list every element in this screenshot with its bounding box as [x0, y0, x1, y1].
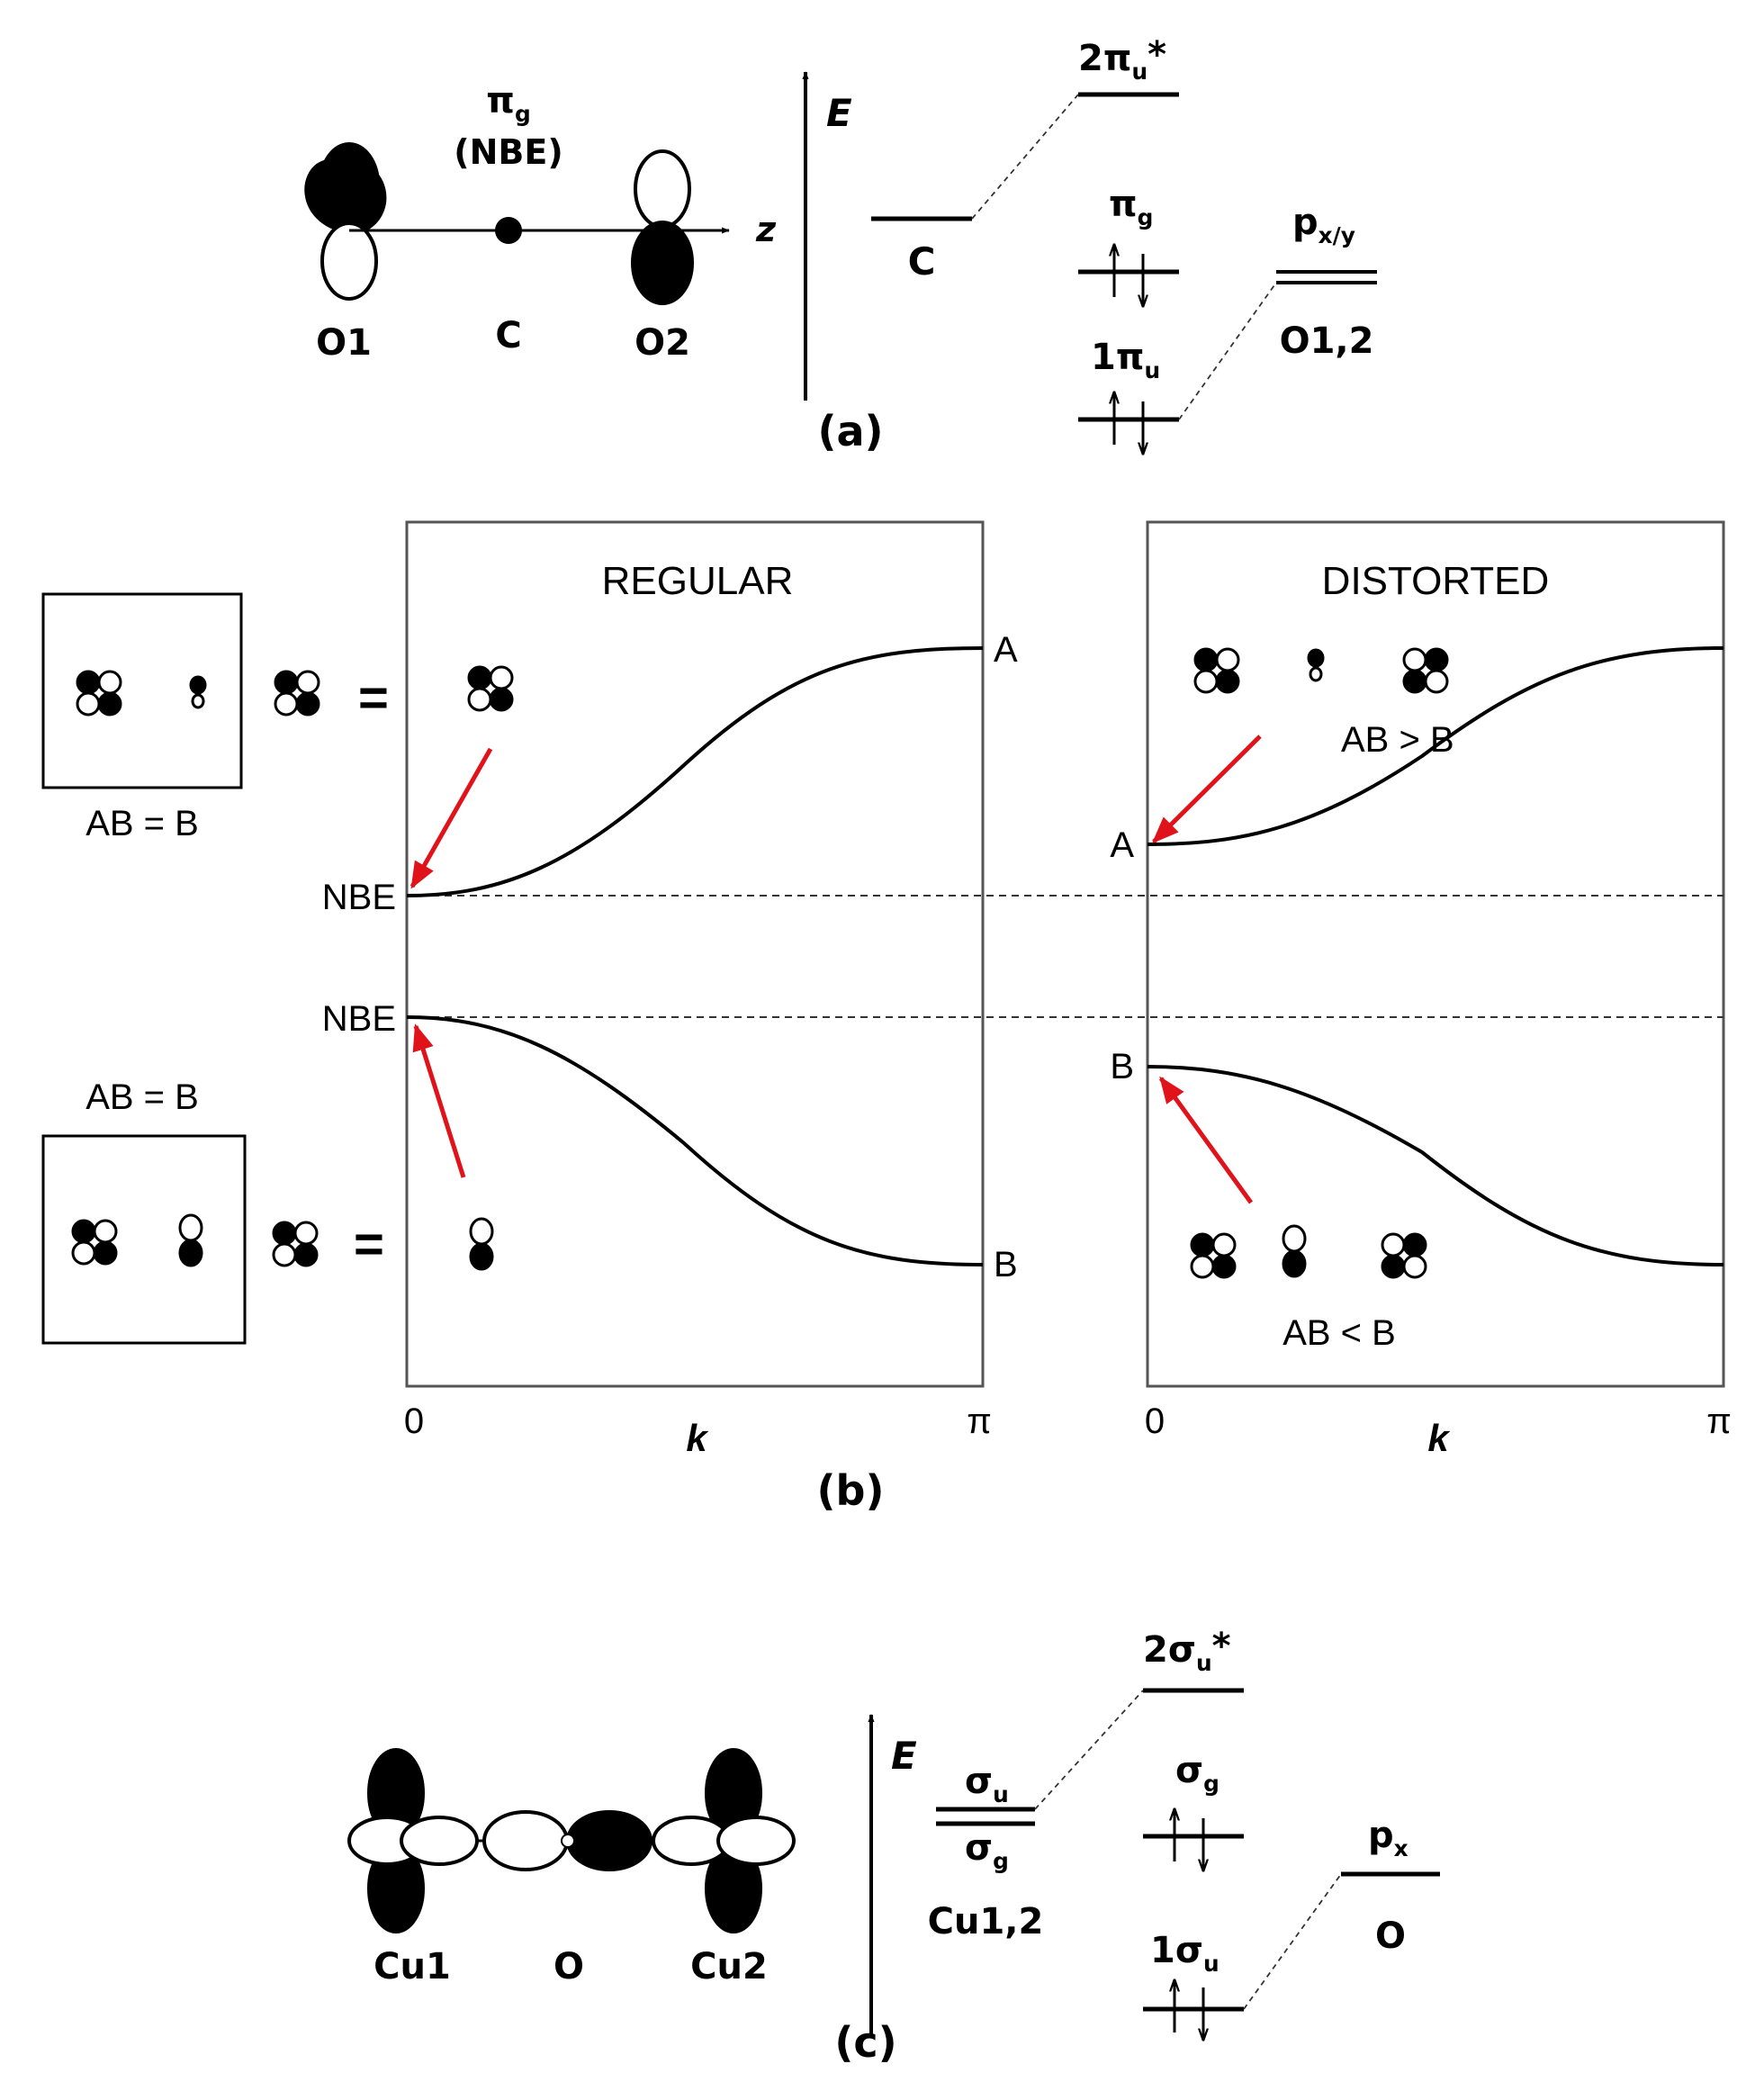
o2-label: O2 — [634, 322, 690, 364]
1sigu-to-px-dash — [1243, 1873, 1342, 2010]
z-axis-label: z — [755, 210, 777, 249]
distorted-a-label: A — [1110, 825, 1134, 865]
lower-result-p-orbital — [469, 1217, 494, 1271]
o-p-orbital — [482, 1810, 652, 1871]
upper-box-p-orbital — [189, 675, 207, 709]
distorted-x-tick-pi: π — [1706, 1402, 1732, 1441]
o1-orbital — [304, 142, 387, 301]
ab-gt-b-label: AB > B — [1341, 720, 1454, 760]
cu12-label: Cu1,2 — [928, 1901, 1044, 1942]
regular-x-tick-0: 0 — [404, 1402, 424, 1441]
pxy-label: px/y — [1292, 202, 1355, 248]
distorted-x-tick-0: 0 — [1145, 1402, 1165, 1441]
lower-outside-d-orbital — [272, 1221, 319, 1267]
c-to-2piu-dash — [971, 94, 1079, 220]
distorted-lower-band — [1147, 1065, 1724, 1266]
red-arrow-distorted-lower — [1158, 1076, 1254, 1204]
regular-a-label: A — [994, 630, 1018, 670]
distorted-upper-d-orbital-2 — [1402, 647, 1449, 694]
sigg-label: σg — [1175, 1750, 1220, 1797]
lower-ab-eq-b: AB = B — [86, 1077, 199, 1117]
ab-lt-b-label: AB < B — [1282, 1313, 1396, 1353]
lower-unit-cell-box — [41, 1134, 247, 1345]
regular-title: REGULAR — [602, 559, 794, 603]
cu-to-2sigu-dash — [1034, 1690, 1144, 1810]
lower-box-p-orbital — [178, 1213, 203, 1267]
upper-result-d-orbital — [467, 665, 514, 712]
1sigu-label: 1σu — [1150, 1930, 1220, 1977]
upper-unit-cell-box — [41, 592, 243, 789]
distorted-upper-d-orbital-1 — [1193, 647, 1240, 694]
regular-lower-band — [406, 1015, 984, 1266]
red-arrow-regular-lower — [412, 1023, 466, 1178]
red-arrow-regular-upper — [410, 747, 493, 889]
c-label: C — [495, 315, 521, 356]
caption-a: (a) — [817, 407, 883, 455]
nbe-lower-label: NBE — [322, 999, 396, 1039]
cu1-orbital — [347, 1748, 479, 1933]
distorted-upper-p-orbital — [1307, 648, 1325, 682]
panel-a: πg (NBE) z O1 C O2 E C 2πu* πg px/y O1,2… — [304, 34, 1377, 455]
c-atom-dot — [495, 217, 522, 244]
caption-b: (b) — [817, 1466, 885, 1515]
nbe-upper-label: NBE — [322, 878, 396, 917]
cu2-label: Cu2 — [690, 1946, 768, 1987]
o-level-label: O — [1375, 1915, 1406, 1957]
pig-level-label: πg — [1109, 184, 1153, 230]
o-label: O — [554, 1946, 584, 1987]
distorted-x-label: k — [1427, 1417, 1451, 1459]
o2-orbital — [631, 149, 694, 305]
pig-label: πg — [486, 80, 530, 127]
o1-label: O1 — [316, 322, 372, 364]
lower-box-d-orbital — [71, 1219, 118, 1266]
nbe-paren-label: (NBE) — [454, 132, 562, 172]
regular-frame — [405, 520, 985, 1388]
regular-b-label: B — [994, 1245, 1018, 1284]
distorted-upper-band — [1147, 646, 1724, 846]
caption-c: (c) — [834, 2018, 896, 2067]
2sigu-label: 2σu* — [1143, 1626, 1231, 1676]
distorted-lower-p-orbital — [1282, 1224, 1307, 1278]
regular-upper-band — [406, 646, 984, 897]
regular-x-label: k — [686, 1417, 709, 1459]
distorted-title: DISTORTED — [1322, 559, 1550, 603]
cu1-label: Cu1 — [374, 1946, 451, 1987]
2piu-label: 2πu* — [1078, 34, 1166, 85]
upper-outside-d-orbital — [274, 670, 320, 717]
upper-equals: = — [358, 669, 389, 727]
sigu-cu-label: σu — [965, 1761, 1009, 1807]
distorted-lower-d-orbital-1 — [1190, 1232, 1237, 1279]
px-label: px — [1368, 1815, 1408, 1861]
distorted-lower-d-orbital-2 — [1381, 1232, 1427, 1279]
upper-ab-eq-b: AB = B — [86, 804, 199, 843]
distorted-b-label: B — [1110, 1047, 1134, 1086]
o12-label: O1,2 — [1280, 320, 1374, 362]
distorted-frame — [1146, 520, 1725, 1388]
panel-b: REGULAR DISTORTED A B A B NBE NBE 0 π 0 … — [41, 520, 1732, 1515]
regular-x-tick-pi: π — [967, 1402, 992, 1441]
energy-axis-label-c: E — [891, 1734, 917, 1778]
c-level-label: C — [908, 239, 936, 284]
sigg-cu-label: σg — [965, 1827, 1009, 1874]
1piu-label: 1πu — [1091, 337, 1160, 383]
energy-axis-label-a: E — [826, 91, 852, 135]
red-arrow-distorted-upper — [1151, 735, 1262, 844]
panel-c: Cu1 O Cu2 E σu σg Cu1,2 2σu* σg px O 1σu… — [347, 1626, 1440, 2067]
lower-equals: = — [354, 1215, 384, 1274]
upper-box-d-orbital — [76, 670, 122, 717]
cu2-orbital — [652, 1748, 796, 1933]
1piu-to-pxy-dash — [1178, 282, 1277, 420]
